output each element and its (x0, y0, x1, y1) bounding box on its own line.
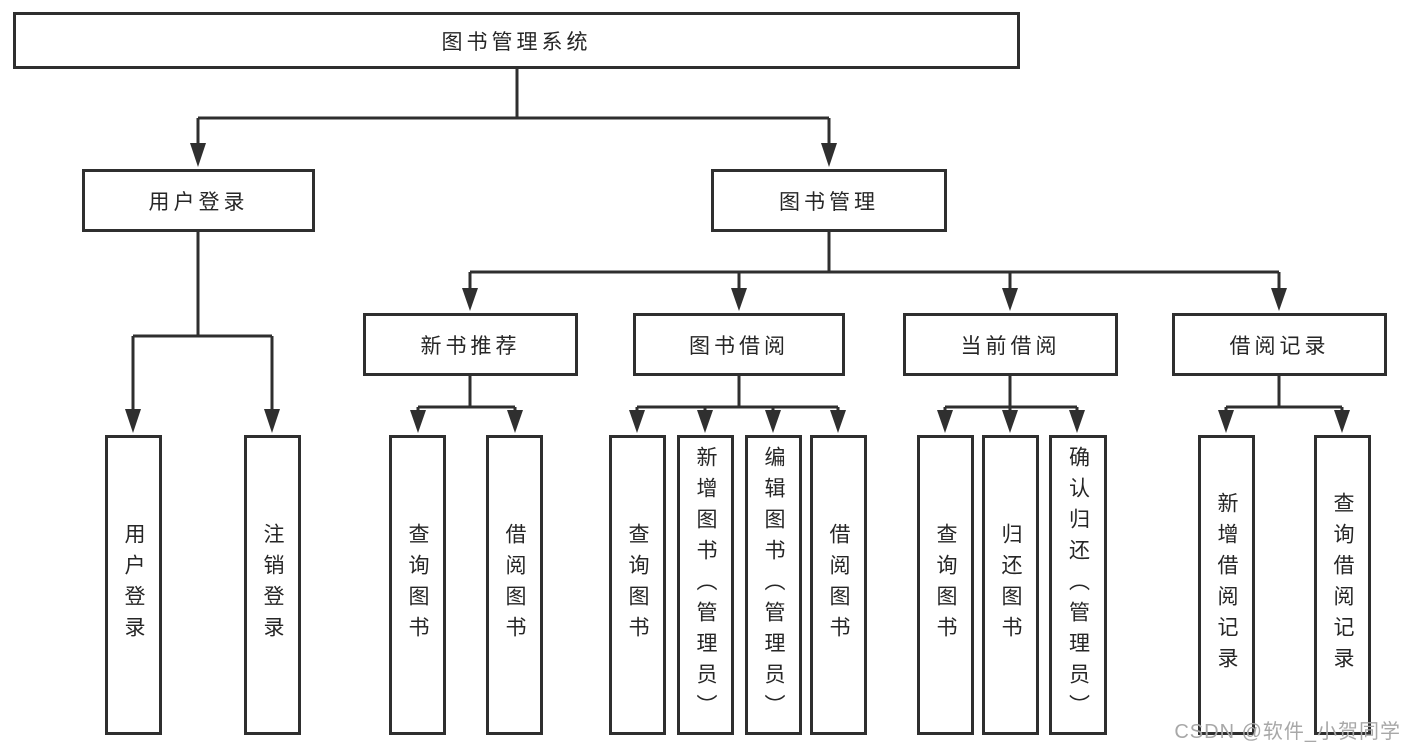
leaf-user-login: 用户登录 (105, 435, 162, 735)
node-label: 图书借阅 (689, 334, 789, 358)
node-label: 用户登录 (148, 190, 249, 214)
leaf-edit-book-admin: 编辑图书（管理员） (745, 435, 802, 735)
node-label: 图书管理系统 (441, 30, 592, 54)
leaf-add-borrow-record: 新增借阅记录 (1198, 435, 1255, 735)
node-label: 编辑图书（管理员） (762, 445, 785, 725)
node-label: 新增图书（管理员） (694, 445, 717, 725)
leaf-confirm-return-admin: 确认归还（管理员） (1049, 435, 1107, 735)
leaf-return-book: 归还图书 (982, 435, 1039, 735)
node-label: 查询图书 (934, 523, 957, 647)
node-new-book-recommend: 新书推荐 (363, 313, 578, 376)
csdn-watermark: CSDN @软件_小贺同学 (1174, 721, 1401, 743)
node-label: 确认归还（管理员） (1066, 445, 1090, 725)
arrowheads (125, 143, 1350, 433)
node-user-login: 用户登录 (82, 169, 315, 232)
node-label: 借阅图书 (827, 523, 850, 647)
node-label: 归还图书 (999, 523, 1022, 647)
node-label: 当前借阅 (960, 334, 1061, 358)
node-label: 新增借阅记录 (1215, 492, 1238, 678)
node-root: 图书管理系统 (13, 12, 1020, 69)
leaf-query-books-current: 查询图书 (917, 435, 974, 735)
node-label: 用户登录 (122, 523, 145, 647)
leaf-query-books-borrow: 查询图书 (609, 435, 666, 735)
leaf-add-book-admin: 新增图书（管理员） (677, 435, 734, 735)
leaf-query-books-recommend: 查询图书 (389, 435, 446, 735)
node-label: 查询借阅记录 (1331, 492, 1354, 678)
node-book-management: 图书管理 (711, 169, 947, 232)
node-label: 新书推荐 (420, 334, 521, 358)
node-label: 查询图书 (406, 523, 429, 647)
node-label: 借阅记录 (1229, 334, 1330, 358)
node-label: 图书管理 (779, 190, 879, 214)
node-borrow-records: 借阅记录 (1172, 313, 1387, 376)
node-label: 查询图书 (626, 523, 649, 647)
node-book-borrowing: 图书借阅 (633, 313, 845, 376)
leaf-borrow-books-recommend: 借阅图书 (486, 435, 543, 735)
leaf-borrow-books: 借阅图书 (810, 435, 867, 735)
node-current-borrowing: 当前借阅 (903, 313, 1118, 376)
node-label: 注销登录 (261, 523, 284, 647)
leaf-logout: 注销登录 (244, 435, 301, 735)
leaf-query-borrow-record: 查询借阅记录 (1314, 435, 1371, 735)
node-label: 借阅图书 (503, 523, 526, 647)
